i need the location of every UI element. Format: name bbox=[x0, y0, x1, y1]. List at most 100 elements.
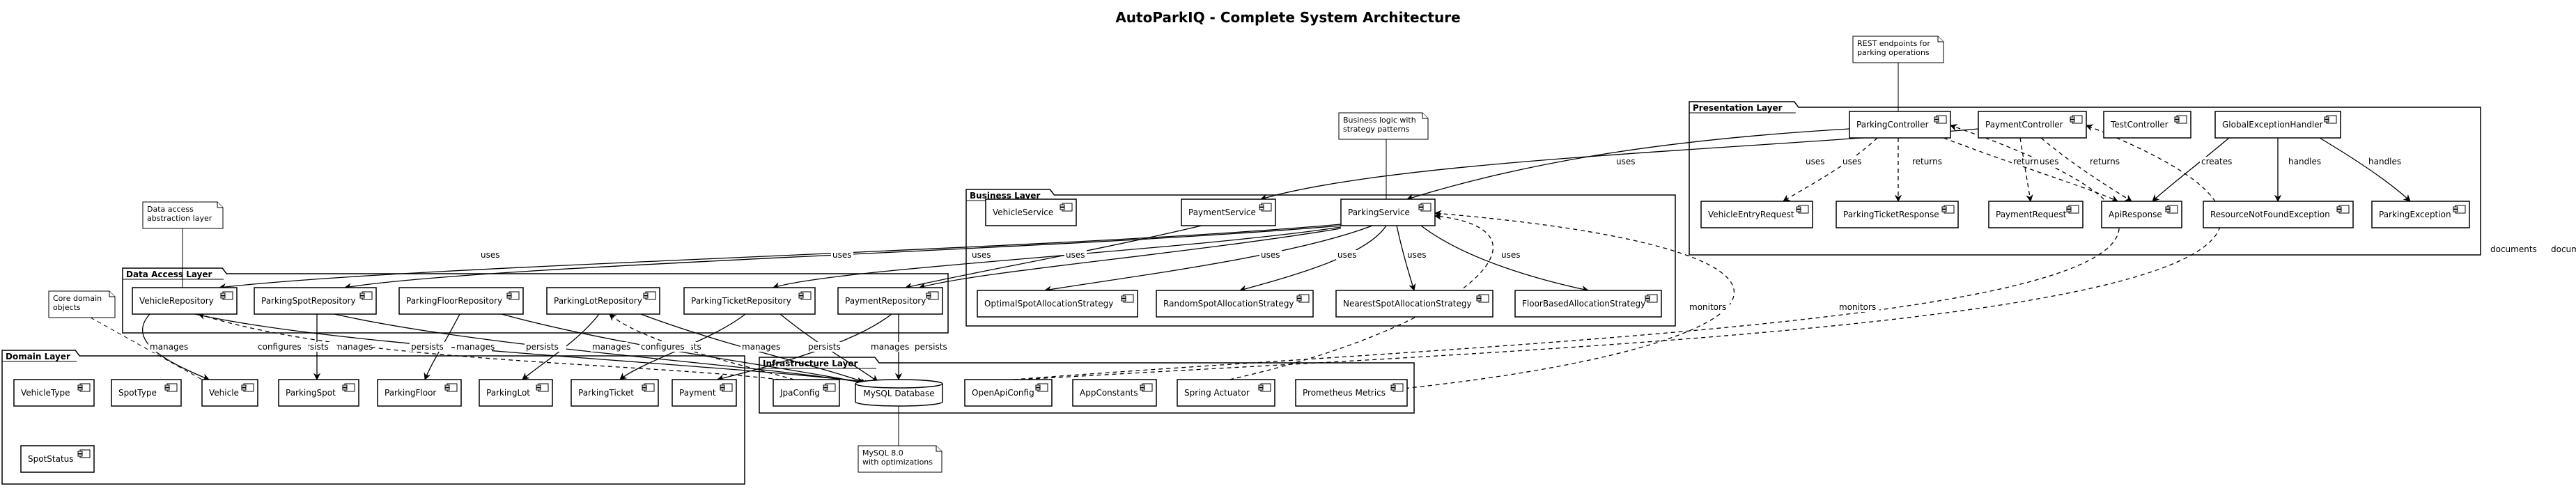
component-vehicle[interactable]: Vehicle bbox=[201, 379, 258, 407]
edge-parking-service-to-floor-based-allocation-strategy bbox=[1420, 225, 1590, 293]
edge-label: returns bbox=[2090, 157, 2120, 166]
component-prometheus[interactable]: Prometheus Metrics bbox=[1295, 379, 1408, 407]
edge-label: manages bbox=[334, 342, 373, 352]
component-api-response[interactable]: ApiResponse bbox=[2101, 201, 2182, 228]
component-icon bbox=[823, 383, 836, 392]
component-icon bbox=[798, 291, 812, 300]
component-parking-floor-repository[interactable]: ParkingFloorRepository bbox=[398, 287, 524, 315]
package-domain: Domain Layer bbox=[1, 350, 745, 485]
component-parking-lot-repository[interactable]: ParkingLotRepository bbox=[546, 287, 660, 315]
component-label: PaymentRequest bbox=[1996, 210, 2067, 219]
component-label: JpaConfig bbox=[779, 388, 820, 398]
component-label: AppConstants bbox=[1080, 388, 1138, 398]
component-label: VehicleType bbox=[21, 388, 70, 398]
edge-label: returns bbox=[1912, 157, 1942, 166]
component-payment-request[interactable]: PaymentRequest bbox=[1988, 201, 2084, 228]
component-parking-floor[interactable]: ParkingFloor bbox=[377, 379, 462, 407]
component-label: ParkingLot bbox=[486, 388, 530, 398]
component-label: PaymentController bbox=[1985, 120, 2063, 130]
component-jpa-config[interactable]: JpaConfig bbox=[773, 379, 840, 407]
component-icon bbox=[2066, 205, 2079, 214]
component-parking-lot[interactable]: ParkingLot bbox=[479, 379, 553, 407]
component-label: PaymentRepository bbox=[845, 296, 926, 306]
component-label: FloorBasedAllocationStrategy bbox=[1522, 299, 1645, 309]
component-parking-spot[interactable]: ParkingSpot bbox=[278, 379, 359, 407]
component-parking-spot-repository[interactable]: ParkingSpotRepository bbox=[254, 287, 377, 315]
edge-parking-service-to-payment-repository bbox=[919, 228, 1342, 290]
component-spot-type[interactable]: SpotType bbox=[111, 379, 182, 407]
component-open-api-config[interactable]: OpenApiConfig bbox=[964, 379, 1053, 407]
component-label: ParkingService bbox=[1348, 208, 1410, 217]
component-label: RandomSpotAllocationStrategy bbox=[1163, 299, 1294, 309]
component-icon bbox=[77, 383, 91, 392]
component-payment-repository[interactable]: PaymentRepository bbox=[837, 287, 943, 315]
note-text: REST endpoints for bbox=[1857, 39, 1930, 48]
component-resource-not-found-exception[interactable]: ResourceNotFoundException bbox=[2203, 201, 2354, 228]
component-label: ParkingFloor bbox=[385, 388, 436, 398]
component-global-exception-handler[interactable]: GlobalExceptionHandler bbox=[2214, 111, 2341, 139]
edge-label: uses bbox=[972, 250, 991, 260]
component-icon bbox=[342, 383, 355, 392]
component-icon bbox=[1060, 203, 1073, 212]
component-vehicle-entry-request[interactable]: VehicleEntryRequest bbox=[1700, 201, 1813, 228]
component-parking-exception[interactable]: ParkingException bbox=[2371, 201, 2470, 228]
edge-label: manages bbox=[742, 342, 780, 352]
edge-spring-actuator-to-parking-service bbox=[1229, 212, 1493, 380]
component-spot-status[interactable]: SpotStatus bbox=[20, 445, 95, 473]
component-app-constants[interactable]: AppConstants bbox=[1072, 379, 1157, 407]
component-vehicle-service[interactable]: VehicleService bbox=[985, 198, 1077, 226]
component-icon bbox=[164, 383, 178, 392]
edge-label: handles bbox=[2288, 157, 2321, 166]
component-optimal-spot-allocation-strategy[interactable]: OptimalSpotAllocationStrategy bbox=[977, 290, 1138, 318]
component-label: Payment bbox=[679, 388, 716, 398]
edge-label: documents bbox=[2490, 244, 2537, 254]
component-parking-ticket-response[interactable]: ParkingTicketResponse bbox=[1836, 201, 1959, 228]
component-parking-ticket[interactable]: ParkingTicket bbox=[571, 379, 659, 407]
component-label: ParkingSpot bbox=[286, 388, 336, 398]
component-vehicle-repository[interactable]: VehicleRepository bbox=[132, 287, 238, 315]
component-test-controller[interactable]: TestController bbox=[2103, 111, 2191, 139]
component-label: ParkingFloorRepository bbox=[406, 296, 502, 306]
edge-parking-controller-to-api-response bbox=[1943, 137, 2118, 202]
component-label: VehicleEntryRequest bbox=[1708, 210, 1794, 219]
component-icon bbox=[1140, 383, 1153, 392]
component-icon bbox=[1390, 383, 1404, 392]
edge-parking-service-to-optimal-spot-allocation-strategy bbox=[1043, 225, 1373, 293]
edge-jpa-config-to-vehicle-repository bbox=[198, 312, 781, 380]
component-icon bbox=[926, 291, 939, 300]
component-label: VehicleRepository bbox=[139, 296, 214, 306]
edge-label: persists bbox=[808, 342, 841, 352]
component-icon bbox=[2174, 115, 2187, 124]
edge-label: monitors bbox=[1839, 302, 1876, 312]
component-parking-ticket-repository[interactable]: ParkingTicketRepository bbox=[683, 287, 816, 315]
component-vehicle-type[interactable]: VehicleType bbox=[13, 379, 95, 407]
edge-payment-controller-to-payment-request bbox=[2019, 137, 2033, 203]
component-icon bbox=[77, 449, 91, 458]
edge-label: uses bbox=[1616, 157, 1636, 166]
component-label: VehicleService bbox=[993, 208, 1053, 217]
component-icon bbox=[1035, 383, 1048, 392]
component-parking-service[interactable]: ParkingService bbox=[1340, 198, 1436, 226]
component-icon bbox=[1476, 294, 1489, 303]
component-payment-service[interactable]: PaymentService bbox=[1181, 198, 1276, 226]
edge-parking-controller-to-vehicle-entry-request bbox=[1783, 137, 1878, 202]
component-payment[interactable]: Payment bbox=[672, 379, 737, 407]
component-payment-controller[interactable]: PaymentController bbox=[1978, 111, 2087, 139]
component-nearest-spot-allocation-strategy[interactable]: NearestSpotAllocationStrategy bbox=[1335, 290, 1493, 318]
component-icon bbox=[2453, 205, 2466, 214]
component-random-spot-allocation-strategy[interactable]: RandomSpotAllocationStrategy bbox=[1156, 290, 1314, 318]
component-parking-controller[interactable]: ParkingController bbox=[1849, 111, 1951, 139]
component-floor-based-allocation-strategy[interactable]: FloorBasedAllocationStrategy bbox=[1514, 290, 1662, 318]
component-spring-actuator[interactable]: Spring Actuator bbox=[1177, 379, 1275, 407]
component-my-sql[interactable]: MySQL Database bbox=[855, 379, 943, 407]
edge-label: monitors bbox=[1689, 302, 1726, 312]
edge-parking-service-to-vehicle-repository bbox=[218, 224, 1342, 291]
package-label: Business Layer bbox=[970, 191, 1040, 201]
component-label: Vehicle bbox=[209, 388, 239, 398]
component-icon bbox=[506, 291, 520, 300]
component-icon bbox=[2336, 205, 2350, 214]
diagram-title: AutoParkIQ - Complete System Architectur… bbox=[1115, 9, 1460, 26]
